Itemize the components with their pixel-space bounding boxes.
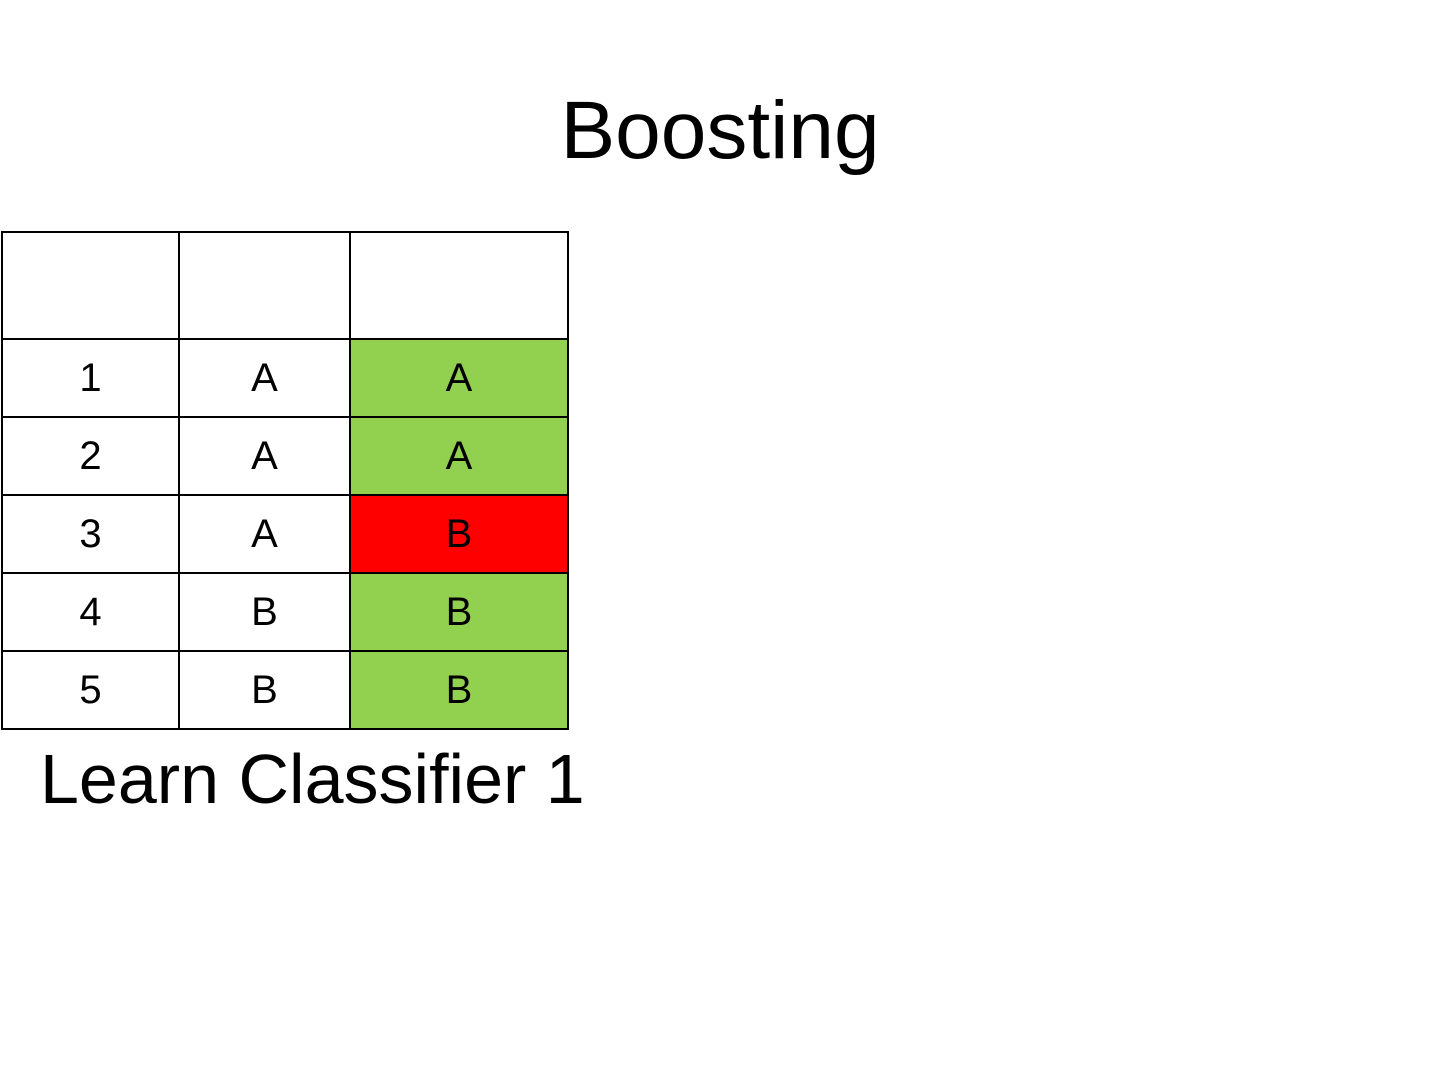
- header-cell-true-label: [178, 231, 351, 340]
- header-cell-prediction: [349, 231, 569, 340]
- table-header-row: [1, 231, 569, 340]
- true-label-cell: A: [178, 494, 351, 574]
- slide-title: Boosting: [560, 85, 880, 176]
- true-label-cell: B: [178, 650, 351, 730]
- example-id-cell: 4: [1, 572, 180, 652]
- example-id-cell: 2: [1, 416, 180, 496]
- true-label-cell: B: [178, 572, 351, 652]
- prediction-cell: A: [349, 416, 569, 496]
- header-cell-id: [1, 231, 180, 340]
- table-row: 5 B B: [1, 650, 569, 730]
- table-row: 1 A A: [1, 338, 569, 418]
- table-row: 2 A A: [1, 416, 569, 496]
- prediction-cell: B: [349, 494, 569, 574]
- table-row: 4 B B: [1, 572, 569, 652]
- caption: Learn Classifier 1: [40, 740, 585, 818]
- prediction-cell: B: [349, 572, 569, 652]
- classification-table: 1 A A 2 A A 3 A B 4 B B 5 B B: [1, 231, 569, 730]
- true-label-cell: A: [178, 416, 351, 496]
- example-id-cell: 1: [1, 338, 180, 418]
- example-id-cell: 5: [1, 650, 180, 730]
- prediction-cell: A: [349, 338, 569, 418]
- prediction-cell: B: [349, 650, 569, 730]
- true-label-cell: A: [178, 338, 351, 418]
- example-id-cell: 3: [1, 494, 180, 574]
- table-row: 3 A B: [1, 494, 569, 574]
